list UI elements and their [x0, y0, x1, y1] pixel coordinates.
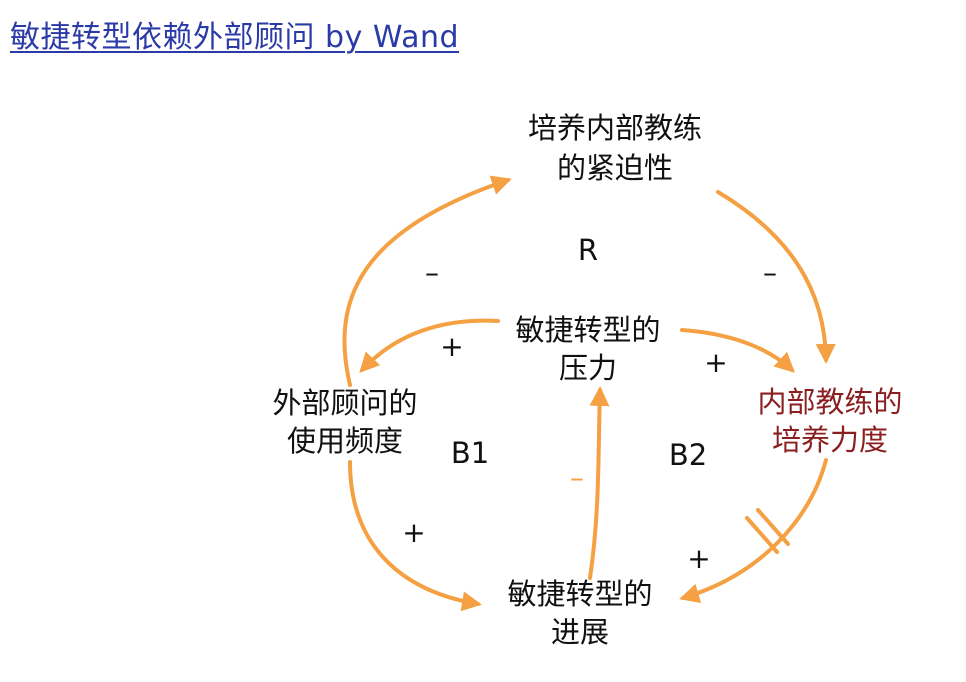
loop-label-r: R	[578, 233, 598, 267]
node-transformation-pressure-line1: 敏捷转型的	[515, 313, 660, 347]
node-coach-training-line1: 内部教练的	[757, 385, 902, 419]
node-consultant-frequency-line2: 使用频度	[287, 424, 403, 458]
node-coach-urgency-line2: 的紧迫性	[557, 151, 673, 185]
edge-training-to-progress	[679, 458, 828, 603]
page-title-link[interactable]: 敏捷转型依赖外部顾问 by Wand	[10, 20, 460, 55]
sign-progress-to-pressure: –	[570, 461, 584, 494]
edge-urgency-to-training	[716, 190, 836, 364]
node-transformation-pressure: 敏捷转型的 压力	[515, 313, 660, 385]
node-transformation-pressure-line2: 压力	[559, 351, 617, 385]
delay-mark	[745, 508, 790, 554]
node-coach-urgency: 培养内部教练 的紧迫性	[528, 111, 702, 185]
node-coach-training: 内部教练的 培养力度	[757, 385, 902, 457]
node-transformation-progress-line2: 进展	[551, 615, 609, 649]
node-coach-urgency-line1: 培养内部教练	[528, 111, 702, 145]
sign-pressure-to-training: +	[704, 346, 727, 379]
edge-frequency-to-urgency	[342, 175, 512, 387]
node-transformation-progress-line1: 敏捷转型的	[507, 577, 652, 611]
loop-label-b2: B2	[669, 438, 707, 472]
node-consultant-frequency-line1: 外部顾问的	[272, 386, 417, 420]
node-consultant-frequency: 外部顾问的 使用频度	[272, 386, 417, 458]
sign-pressure-to-frequency: +	[440, 330, 463, 363]
edge-pressure-to-frequency	[359, 318, 500, 373]
edge-progress-to-pressure	[588, 386, 610, 580]
node-coach-training-line2: 培养力度	[772, 423, 888, 457]
sign-frequency-to-progress: +	[402, 516, 425, 549]
node-transformation-progress: 敏捷转型的 进展	[507, 577, 652, 649]
sign-training-to-progress: +	[687, 542, 710, 575]
sign-urgency-to-training: –	[763, 256, 777, 289]
edge-frequency-to-progress	[348, 460, 482, 612]
loop-label-b1: B1	[451, 436, 489, 470]
sign-frequency-to-urgency: –	[425, 256, 439, 289]
edge-pressure-to-training	[680, 328, 795, 373]
